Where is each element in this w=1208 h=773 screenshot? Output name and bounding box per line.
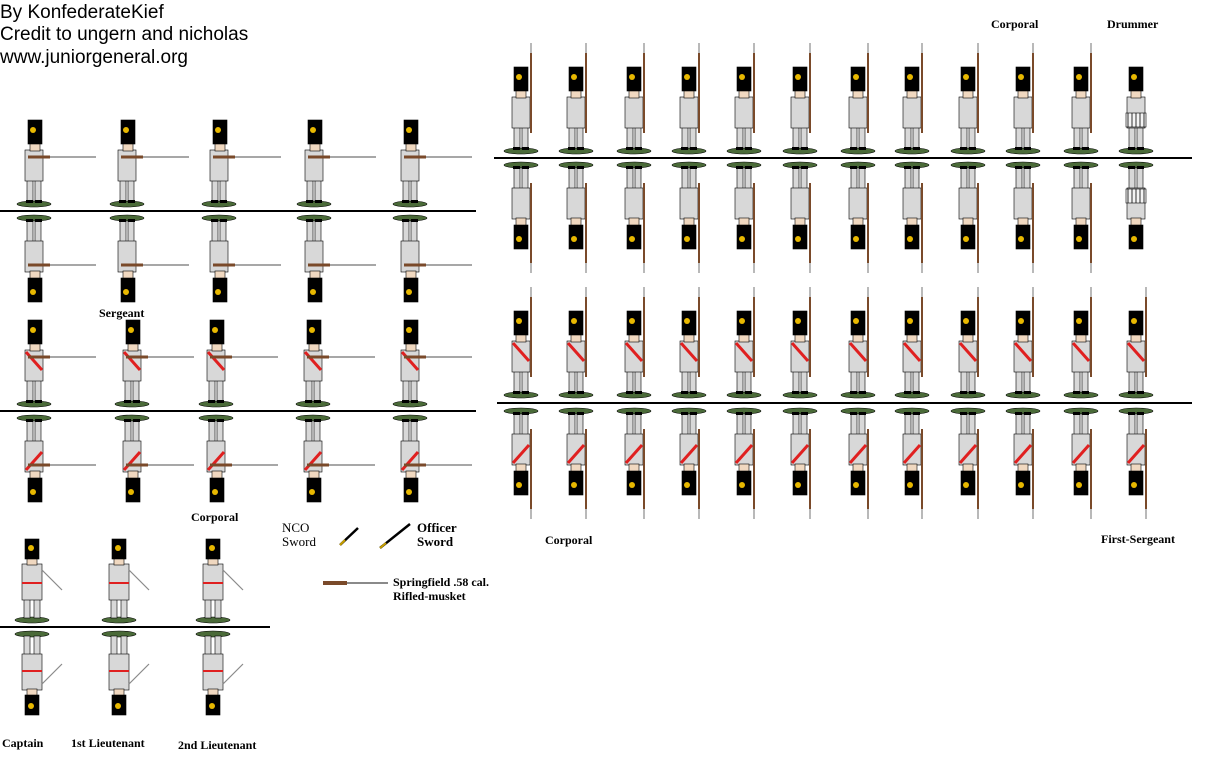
firing-figure xyxy=(16,119,96,208)
nco-sword-icon xyxy=(339,527,359,546)
label-drummer: Drummer xyxy=(1107,17,1159,31)
marching-figure xyxy=(1063,43,1099,155)
corporal-figure-mirror xyxy=(503,407,539,519)
2nd-lieutenant-figure xyxy=(195,538,244,624)
corporal-figure xyxy=(616,287,652,399)
corporal-figure-mirror xyxy=(616,407,652,519)
marching-figure xyxy=(671,43,707,155)
firing-figure-mirror xyxy=(109,214,189,303)
marching-figure xyxy=(726,43,762,155)
captain-figure-mirror xyxy=(14,630,63,716)
corporal-figure xyxy=(671,287,707,399)
credit-website: www.juniorgeneral.org xyxy=(0,47,188,68)
sergeant-figure-mirror xyxy=(198,414,278,503)
sergeant-figure xyxy=(16,319,96,408)
label-nco-sword: NCO Sword xyxy=(282,520,316,549)
firing-figure-mirror xyxy=(296,214,376,303)
corporal-figure-mirror xyxy=(782,407,818,519)
corporal-figure xyxy=(950,287,986,399)
sergeant-figure xyxy=(198,319,278,408)
fold-line-sergeant xyxy=(0,410,476,412)
marching-figure-mirror xyxy=(671,161,707,273)
marching-figure xyxy=(616,43,652,155)
corporal-figure xyxy=(894,287,930,399)
firing-figure xyxy=(109,119,189,208)
2nd-lieutenant-figure-mirror xyxy=(195,630,244,716)
corporal-figure xyxy=(782,287,818,399)
drummer-figure-mirror xyxy=(1118,161,1154,250)
firing-figure-mirror xyxy=(392,214,472,303)
label-first-sergeant: First-Sergeant xyxy=(1101,532,1175,546)
sergeant-figure xyxy=(392,319,472,408)
first-sergeant-figure xyxy=(1118,287,1154,399)
sergeant-figure-mirror xyxy=(114,414,194,503)
1st-lieutenant-figure-mirror xyxy=(101,630,150,716)
corporal-figure xyxy=(558,287,594,399)
marching-figure xyxy=(894,43,930,155)
marching-figure-mirror xyxy=(782,161,818,273)
marching-figure xyxy=(558,43,594,155)
corporal-figure-mirror xyxy=(950,407,986,519)
firing-figure xyxy=(392,119,472,208)
corporal-figure xyxy=(726,287,762,399)
sergeant-figure-mirror xyxy=(392,414,472,503)
corporal-figure xyxy=(1063,287,1099,399)
fold-line-officers xyxy=(0,626,270,628)
captain-figure xyxy=(14,538,63,624)
sergeant-figure xyxy=(114,319,194,408)
firing-figure xyxy=(296,119,376,208)
marching-figure xyxy=(840,43,876,155)
label-1st-lieutenant: 1st Lieutenant xyxy=(71,736,145,750)
corporal-figure-mirror xyxy=(1005,407,1041,519)
marching-figure-mirror xyxy=(558,161,594,273)
fold-line-lower-block xyxy=(497,402,1192,404)
label-corporal-bottom: Corporal xyxy=(545,533,593,547)
corporal-figure-mirror xyxy=(1063,407,1099,519)
marching-figure xyxy=(950,43,986,155)
corporal-figure-mirror xyxy=(671,407,707,519)
marching-figure-mirror xyxy=(950,161,986,273)
corporal-figure xyxy=(1005,287,1041,399)
corporal-figure-mirror xyxy=(726,407,762,519)
fold-line-firing xyxy=(0,210,476,212)
firing-figure xyxy=(201,119,281,208)
label-sergeant: Sergeant xyxy=(99,306,145,320)
firing-figure-mirror xyxy=(201,214,281,303)
label-rifle: Springfield .58 cal. Rifled-musket xyxy=(393,575,490,603)
sergeant-figure xyxy=(295,319,375,408)
corporal-figure-mirror xyxy=(840,407,876,519)
marching-figure xyxy=(782,43,818,155)
marching-figure-mirror xyxy=(503,161,539,273)
officer-sword-icon xyxy=(379,523,411,549)
corporal-figure xyxy=(840,287,876,399)
label-corporal-left: Corporal xyxy=(191,510,239,524)
first-sergeant-figure-mirror xyxy=(1118,407,1154,519)
marching-figure xyxy=(503,43,539,155)
label-officer-sword: Officer Sword xyxy=(417,520,457,549)
marching-figure xyxy=(1005,43,1041,155)
label-captain: Captain xyxy=(2,736,44,750)
credit-thanks: Credit to ungern and nicholas xyxy=(0,24,249,45)
sergeant-figure-mirror xyxy=(295,414,375,503)
corporal-figure-mirror xyxy=(894,407,930,519)
firing-figure-mirror xyxy=(16,214,96,303)
credit-author: By KonfederateKief xyxy=(0,2,164,23)
marching-figure-mirror xyxy=(726,161,762,273)
label-corporal-top: Corporal xyxy=(991,17,1039,31)
corporal-figure-mirror xyxy=(558,407,594,519)
corporal-figure xyxy=(503,287,539,399)
sergeant-figure-mirror xyxy=(16,414,96,503)
marching-figure-mirror xyxy=(840,161,876,273)
marching-figure-mirror xyxy=(1005,161,1041,273)
drummer-figure xyxy=(1118,66,1154,155)
label-2nd-lieutenant: 2nd Lieutenant xyxy=(178,738,257,752)
marching-figure-mirror xyxy=(894,161,930,273)
marching-figure-mirror xyxy=(616,161,652,273)
marching-figure-mirror xyxy=(1063,161,1099,273)
fold-line-upper-block xyxy=(494,157,1192,159)
1st-lieutenant-figure xyxy=(101,538,150,624)
